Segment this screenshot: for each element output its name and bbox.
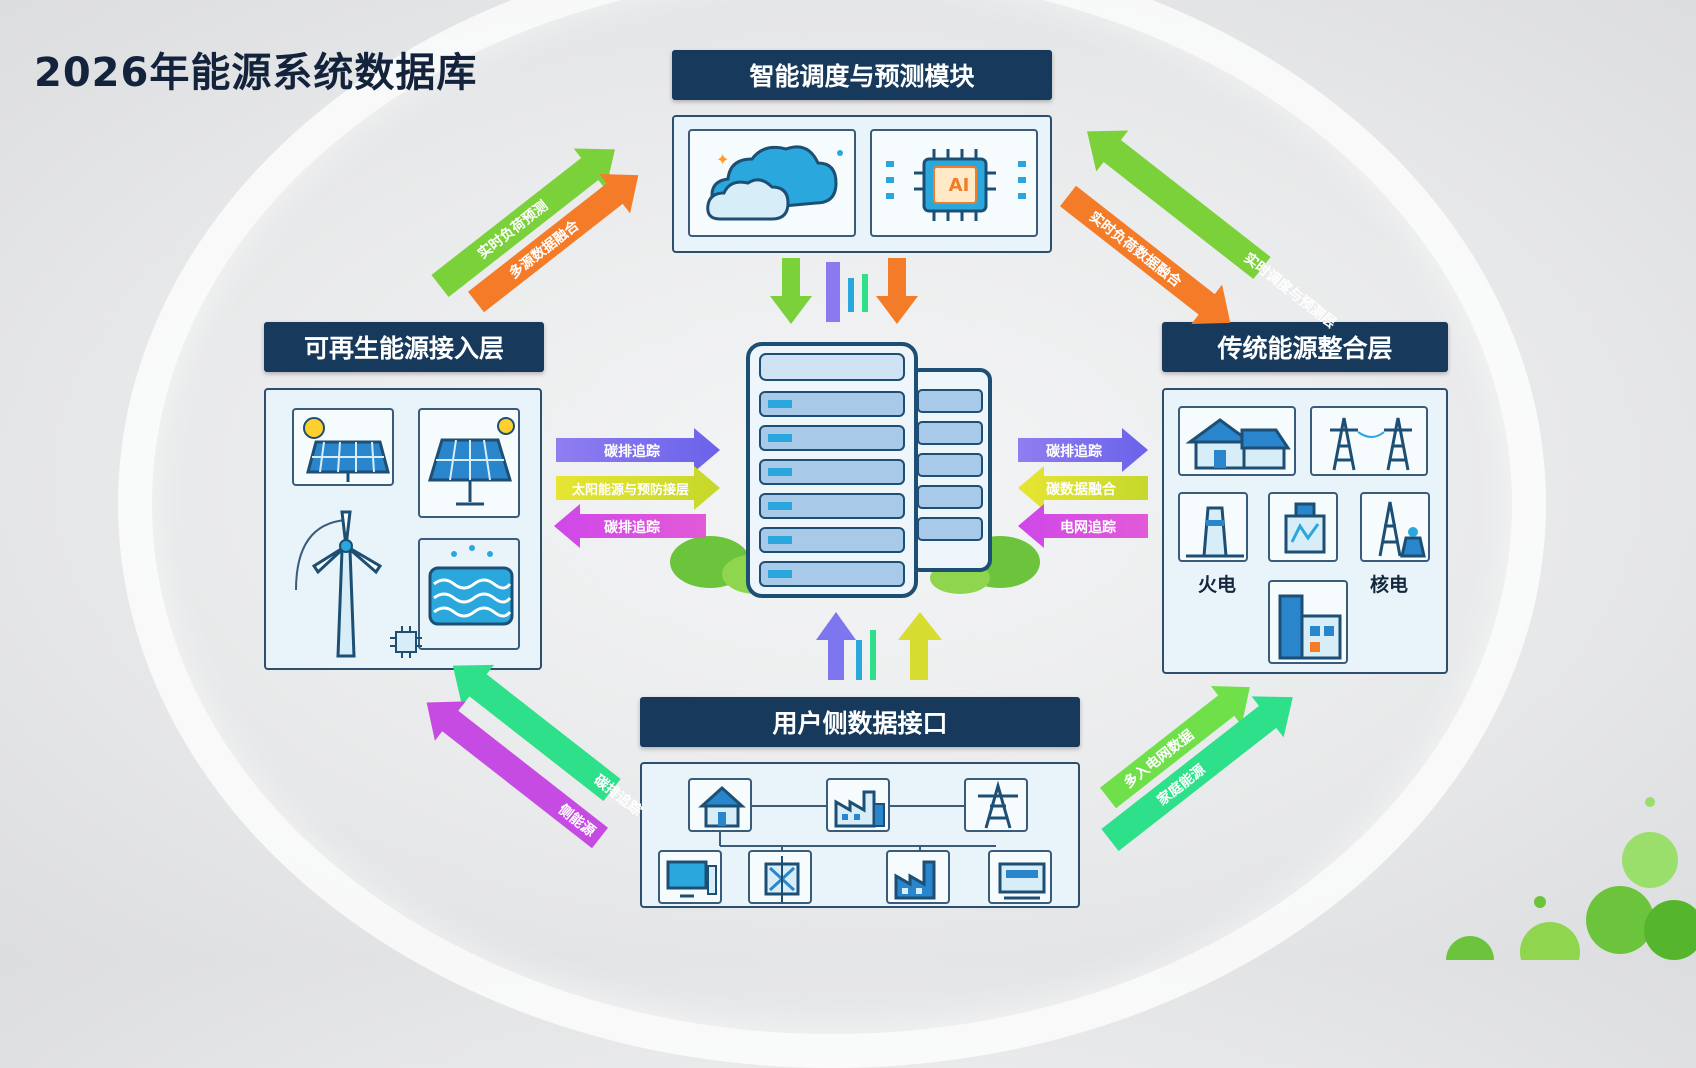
power-tower-icon — [1330, 417, 1412, 471]
monitor-card — [658, 850, 722, 904]
top-right-label-2: 实时负荷数据融合 — [1086, 208, 1186, 291]
factory-icon — [834, 790, 885, 828]
label-thermal: 火电 — [1198, 574, 1237, 596]
left-flow-label-1: 碳排追踪 — [604, 443, 660, 460]
page-title: 2026年能源系统数据库 — [34, 50, 478, 96]
tower-card-bottom — [964, 778, 1028, 832]
panel-top: ✦ AI — [672, 115, 1052, 253]
up-arrow-purple — [816, 612, 856, 680]
signal-bar-3 — [862, 274, 868, 312]
svg-text:✦: ✦ — [716, 150, 729, 169]
top-right-arrow-orange: 实时负荷数据融合 — [1059, 185, 1231, 325]
panel-bottom — [640, 762, 1080, 908]
hydro-card — [418, 538, 520, 650]
hydro-wave-icon — [428, 545, 514, 626]
signal-bar-5 — [870, 630, 876, 680]
ai-chip-label: AI — [948, 175, 970, 196]
cloud-card: ✦ — [688, 129, 856, 237]
cloud-icon: ✦ — [706, 145, 843, 221]
panel-right: 火电 核电 — [1162, 388, 1448, 674]
signal-bar-2 — [848, 278, 854, 312]
label-nuclear: 核电 — [1370, 574, 1409, 596]
up-arrow-yellow — [898, 612, 942, 680]
smart-meter-icon — [764, 856, 800, 902]
nuclear-card — [1360, 492, 1430, 562]
left-flow-label-2: 太阳能源与预防接层 — [571, 482, 689, 498]
factory-card-2 — [886, 850, 950, 904]
signal-bar-1 — [826, 262, 840, 322]
mid-plant-card — [1268, 492, 1338, 562]
nuclear-icon — [1378, 501, 1426, 558]
left-flow-arrow-2: 太阳能源与预防接层 — [556, 466, 720, 510]
device-card — [988, 850, 1052, 904]
solar-card-1 — [292, 408, 394, 486]
solar-tracker-icon — [427, 417, 515, 506]
right-flow-label-2: 碳数据融合 — [1046, 481, 1117, 498]
top-right-label-1: 实时调度与预测层 — [1241, 249, 1340, 331]
factory-icon — [1278, 594, 1342, 660]
module-title-left: 可再生能源接入层 — [264, 322, 544, 372]
foliage-decoration — [1446, 797, 1696, 960]
house-card — [688, 778, 752, 832]
building-icon — [1185, 418, 1291, 470]
panel-left — [264, 388, 542, 670]
power-tower-icon — [978, 780, 1018, 829]
right-flow-label-3: 电网追踪 — [1060, 519, 1116, 536]
tower-card — [1310, 406, 1428, 476]
right-flow-arrow-1: 碳排追踪 — [1018, 428, 1148, 472]
ai-card: AI — [870, 129, 1038, 237]
right-flow-label-1: 碳排追踪 — [1046, 443, 1102, 460]
central-database-server — [670, 342, 1040, 598]
down-arrow-green — [770, 258, 812, 324]
flow-arrows: 碳排追踪 太阳能源与预防接层 碳排追踪 碳排追踪 碳数据融合 电网追踪 — [426, 130, 1340, 852]
module-title-right: 传统能源整合层 — [1162, 322, 1448, 372]
factory-card-1 — [826, 778, 890, 832]
wind-turbine-icon — [295, 510, 383, 658]
meter-card — [748, 850, 812, 904]
solar-panel-icon — [303, 417, 390, 482]
microchip-icon — [390, 626, 422, 658]
building-card — [1178, 406, 1296, 476]
solar-card-2 — [418, 408, 520, 518]
left-flow-arrow-1: 碳排追踪 — [556, 428, 720, 472]
module-title-top: 智能调度与预测模块 — [672, 50, 1052, 100]
factory-icon — [894, 860, 936, 900]
down-arrow-orange — [876, 258, 918, 324]
right-flow-arrow-3: 电网追踪 — [1018, 504, 1148, 548]
house-icon — [698, 785, 746, 828]
left-flow-label-3: 碳排追踪 — [604, 519, 660, 536]
thermal-card — [1178, 492, 1248, 562]
reactor-icon — [1284, 502, 1326, 554]
left-flow-arrow-3: 碳排追踪 — [554, 504, 706, 548]
module-title-bottom: 用户侧数据接口 — [640, 697, 1080, 747]
server-icon — [998, 862, 1046, 900]
signal-bar-4 — [856, 640, 862, 680]
monitor-icon — [666, 860, 717, 898]
ai-chip-icon — [886, 149, 1026, 221]
power-plant-icon — [1186, 506, 1244, 558]
factory-card-right — [1268, 580, 1348, 664]
right-flow-arrow-2: 碳数据融合 — [1018, 466, 1148, 510]
